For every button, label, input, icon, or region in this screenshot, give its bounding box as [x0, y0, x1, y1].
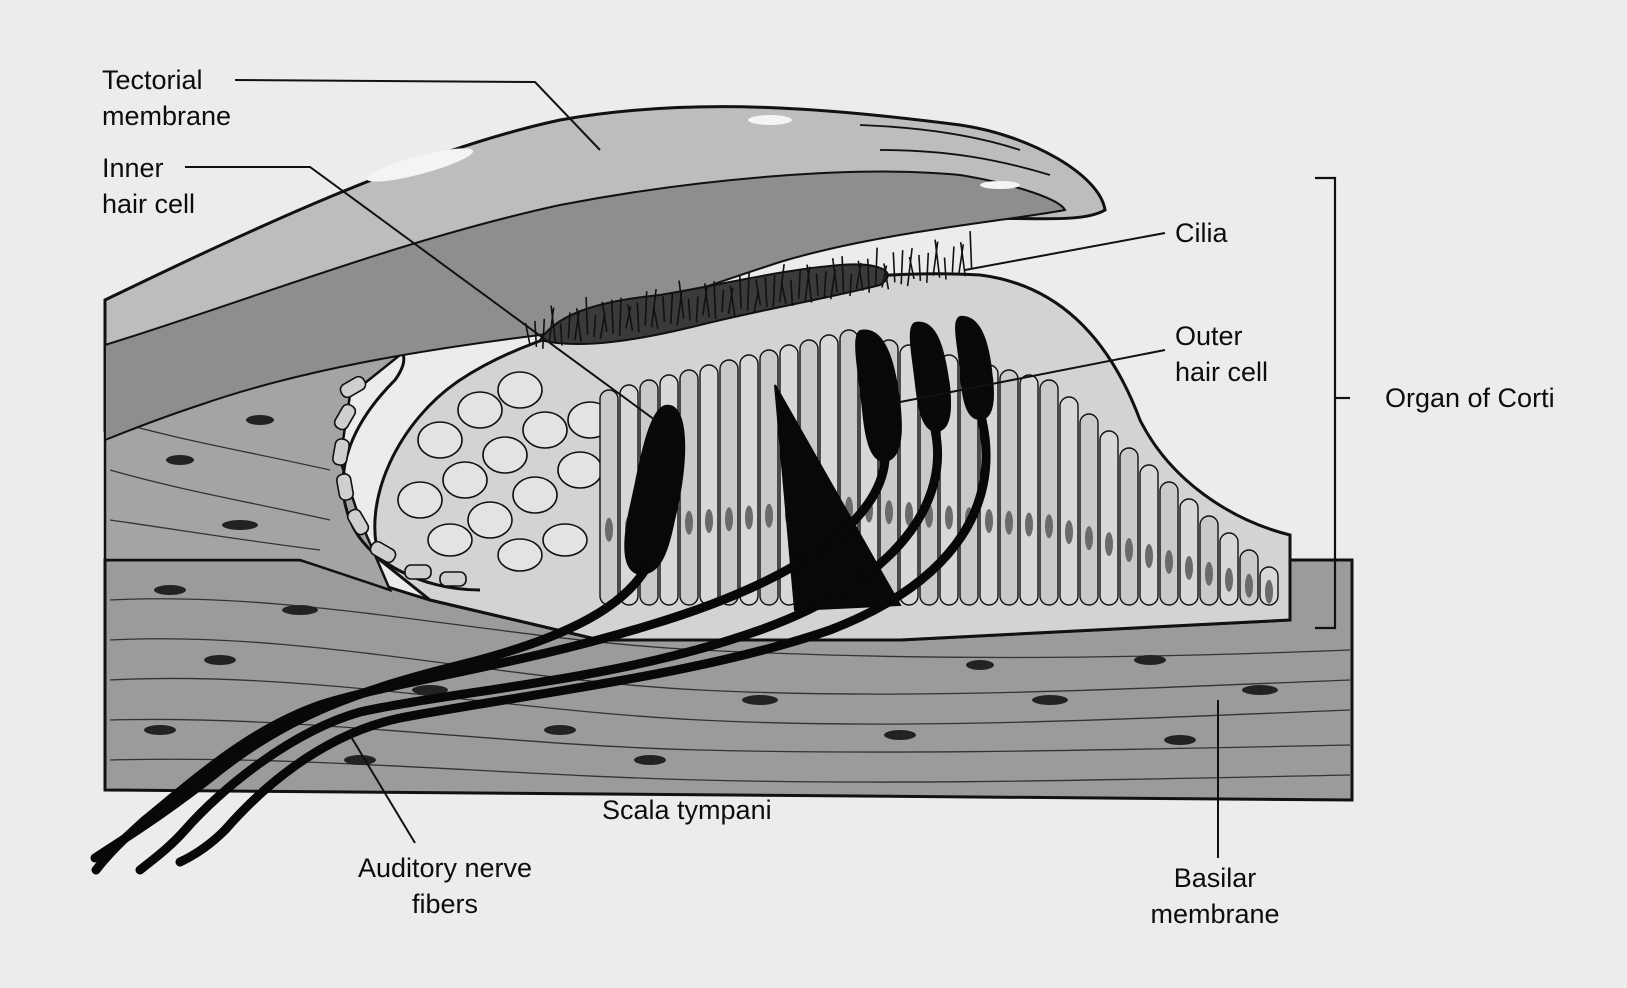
label-cilia: Cilia — [1175, 215, 1228, 251]
label-tectorial-line1: Tectorial — [102, 62, 231, 98]
cell-nucleus — [1225, 568, 1233, 592]
label-inner-hair-cell-line1: Inner — [102, 150, 195, 186]
label-basilar-line1: Basilar — [1140, 860, 1290, 896]
columnar-cell — [1100, 431, 1118, 605]
cell-nucleus — [985, 509, 993, 533]
cell-nucleus — [765, 504, 773, 528]
columnar-cell — [1160, 482, 1178, 605]
label-auditory-line1: Auditory nerve — [345, 850, 545, 886]
cell-nucleus — [685, 511, 693, 535]
label-outer-hair-cell-line2: hair cell — [1175, 354, 1268, 390]
cell-nucleus — [1145, 544, 1153, 568]
columnar-cell — [1000, 370, 1018, 605]
cell-nucleus — [945, 506, 953, 530]
cell-nucleus — [1205, 562, 1213, 586]
label-inner-hair-cell: Inner hair cell — [102, 150, 195, 222]
label-organ-of-corti: Organ of Corti — [1385, 380, 1555, 416]
cell-nucleus — [1045, 514, 1053, 538]
cell-nucleus — [705, 509, 713, 533]
cell-nucleus — [1245, 574, 1253, 598]
columnar-cell — [600, 390, 618, 605]
columnar-cell — [680, 370, 698, 605]
cell-nucleus — [1165, 550, 1173, 574]
label-auditory-nerve-fibers: Auditory nerve fibers — [345, 850, 545, 922]
label-outer-hair-cell: Outer hair cell — [1175, 318, 1268, 390]
cell-nucleus — [1005, 511, 1013, 535]
cell-nucleus — [885, 500, 893, 524]
columnar-cell — [720, 360, 738, 605]
cell-nucleus — [1085, 526, 1093, 550]
cell-nucleus — [1105, 532, 1113, 556]
columnar-cell — [1140, 465, 1158, 605]
cell-nucleus — [1185, 556, 1193, 580]
cell-nucleus — [1265, 580, 1273, 604]
cell-nucleus — [605, 518, 613, 542]
label-auditory-line2: fibers — [345, 886, 545, 922]
cell-nucleus — [1125, 538, 1133, 562]
columnar-cell — [1080, 414, 1098, 605]
label-basilar-membrane: Basilar membrane — [1140, 860, 1290, 932]
columnar-cell — [1200, 516, 1218, 605]
columnar-cell — [1180, 499, 1198, 605]
columnar-cell — [740, 355, 758, 605]
label-outer-hair-cell-line1: Outer — [1175, 318, 1268, 354]
cell-nucleus — [745, 506, 753, 530]
cell-nucleus — [725, 507, 733, 531]
label-inner-hair-cell-line2: hair cell — [102, 186, 195, 222]
cell-nucleus — [1065, 520, 1073, 544]
columnar-cell — [700, 365, 718, 605]
label-tectorial-membrane: Tectorial membrane — [102, 62, 231, 134]
columnar-cell — [1020, 375, 1038, 605]
label-scala-tympani: Scala tympani — [602, 792, 772, 828]
cell-nucleus — [1025, 513, 1033, 537]
label-basilar-line2: membrane — [1140, 896, 1290, 932]
columnar-cell — [1120, 448, 1138, 605]
columnar-cell — [1060, 397, 1078, 605]
columnar-cell — [1040, 380, 1058, 605]
label-tectorial-line2: membrane — [102, 98, 231, 134]
